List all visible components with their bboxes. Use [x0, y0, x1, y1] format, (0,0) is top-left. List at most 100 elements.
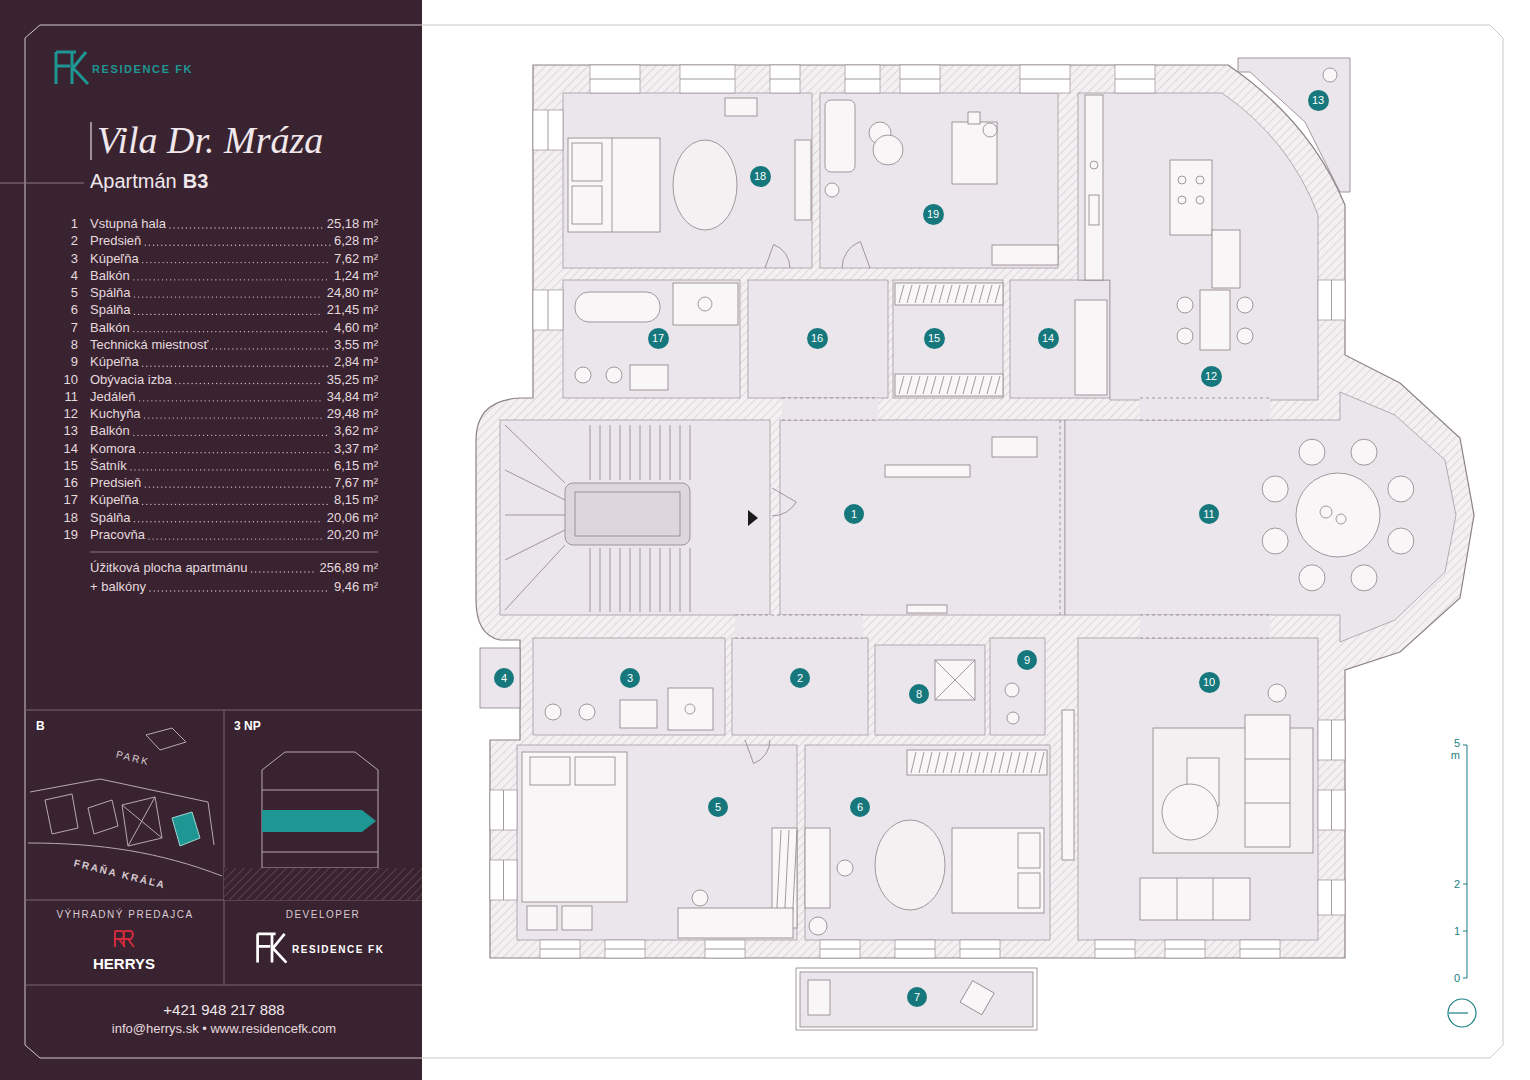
- cabinet: [1062, 710, 1074, 860]
- opening-edge: [782, 420, 878, 421]
- stair-step: [610, 548, 611, 612]
- callout-circle: 2: [790, 668, 810, 688]
- stair-step: [670, 425, 671, 480]
- hanger-line: [987, 376, 992, 394]
- dot-leader: [131, 469, 330, 470]
- hanger-line: [999, 752, 1004, 773]
- room-area: 20,20 m²: [327, 528, 378, 542]
- hanger-line: [983, 752, 988, 773]
- callout-circle: 8: [909, 684, 929, 704]
- opening: [782, 398, 878, 420]
- window: [490, 860, 517, 900]
- kitchen-counter: [1085, 95, 1103, 280]
- pillow: [572, 186, 602, 224]
- hanger-line: [899, 285, 904, 303]
- total-label: Úžitková plocha apartmánu: [90, 561, 248, 575]
- room-number: 5: [71, 286, 78, 300]
- window-glass: [1331, 880, 1332, 915]
- window-glass: [1331, 720, 1332, 760]
- vase: [1320, 506, 1332, 518]
- room-area: 7,67 m²: [334, 476, 378, 490]
- section-heading: B: [36, 720, 45, 733]
- window: [705, 940, 745, 958]
- stair-step: [690, 548, 691, 612]
- room-name: Kuchyňa: [90, 407, 141, 421]
- room-number: 7: [71, 321, 78, 335]
- dot-leader: [145, 417, 323, 418]
- cabinet: [992, 437, 1037, 457]
- pillow: [572, 143, 602, 181]
- opening-edge: [1140, 420, 1270, 421]
- opening-edge: [1060, 420, 1061, 615]
- callout-number: 4: [501, 673, 507, 684]
- hanger-line: [955, 376, 960, 394]
- stair-step: [640, 425, 641, 480]
- room-area: 4,60 m²: [334, 321, 378, 335]
- window: [533, 110, 563, 150]
- window-glass: [1240, 949, 1280, 950]
- room-name: Spálňa: [90, 303, 130, 317]
- hanger-line: [939, 285, 944, 303]
- pouf: [562, 906, 592, 930]
- vase: [1336, 514, 1346, 524]
- callout-circle: 13: [1308, 90, 1329, 111]
- window-glass: [503, 790, 504, 830]
- dot-leader: [145, 487, 330, 488]
- scale-tick: [1463, 978, 1467, 979]
- stair-step: [505, 545, 565, 610]
- pillow: [1018, 833, 1040, 868]
- window-glass: [548, 110, 549, 150]
- vanity: [630, 365, 668, 390]
- hob: [1089, 195, 1099, 225]
- room-name: Jedáleň: [90, 390, 136, 404]
- callout-circle: 14: [1038, 328, 1059, 349]
- rug: [875, 820, 945, 910]
- dot-leader: [143, 262, 330, 263]
- island-end: [1212, 230, 1240, 288]
- toilet: [1005, 683, 1019, 697]
- room-floor: [517, 745, 797, 940]
- stair-step: [680, 425, 681, 480]
- chair: [1237, 328, 1253, 344]
- window-glass: [705, 949, 745, 950]
- entry-arrow: [748, 510, 758, 526]
- lamp: [968, 112, 980, 124]
- balcony: [480, 648, 520, 708]
- radiator: [725, 98, 757, 116]
- ground-hatch: [224, 868, 422, 900]
- logo-text: RESIDENCE FK: [92, 63, 193, 75]
- total-area: 256,89 m²: [319, 561, 378, 575]
- section-line: [25, 985, 422, 986]
- site-highlight: [172, 812, 200, 846]
- hanger-line: [931, 285, 936, 303]
- callout-number: 14: [1042, 333, 1054, 344]
- scale-label: 2: [1454, 878, 1460, 890]
- logo-mark: [258, 934, 287, 963]
- washbasin: [673, 283, 738, 325]
- boiler-cross: [935, 660, 975, 700]
- desk: [805, 828, 830, 908]
- sofa: [1140, 878, 1250, 920]
- room-name: Kúpeľňa: [90, 493, 139, 507]
- window-glass: [1165, 949, 1205, 950]
- callout-circle: 16: [807, 328, 828, 349]
- stair-step: [680, 548, 681, 612]
- hanger-line: [939, 376, 944, 394]
- hanger-line: [967, 752, 972, 773]
- room-number: 18: [64, 511, 78, 525]
- callout-circle: 17: [648, 328, 669, 349]
- boiler-cross: [935, 660, 975, 700]
- dot-leaders: [131, 228, 330, 591]
- wardrobe: [895, 283, 1003, 305]
- hanger-line: [923, 285, 928, 303]
- room-floor: [533, 638, 725, 735]
- pillow: [530, 757, 570, 785]
- hanger-line: [923, 376, 928, 394]
- chair: [1351, 565, 1377, 591]
- room-name: Kúpeľňa: [90, 251, 139, 265]
- room-area: 3,37 m²: [334, 441, 378, 455]
- stair-rail: [575, 492, 680, 536]
- window: [1240, 940, 1280, 958]
- stair-step: [640, 548, 641, 612]
- room-number: 8: [71, 338, 78, 352]
